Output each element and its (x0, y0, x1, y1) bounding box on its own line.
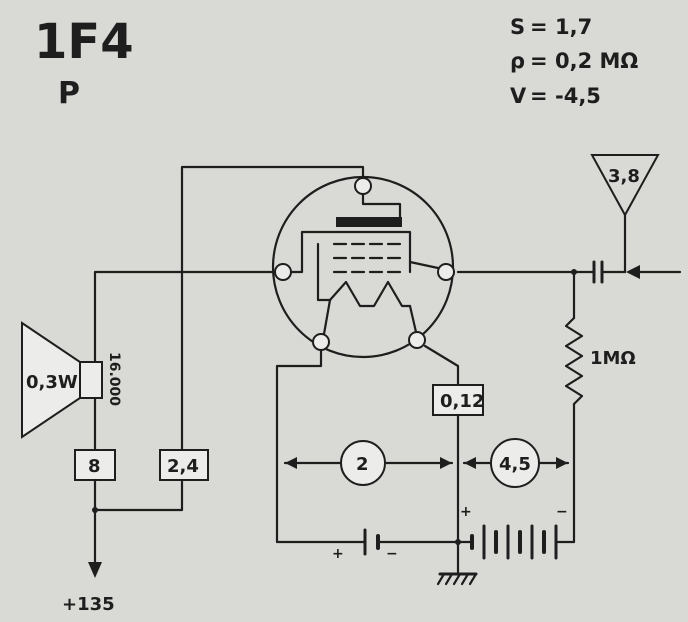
speaker-power-label: 0,3W (26, 372, 78, 393)
junction-dot (455, 539, 461, 545)
tube-type-label: 1F4 (34, 14, 134, 70)
bias-battery: + − (456, 504, 576, 560)
param-v-sep: = (530, 84, 548, 108)
speaker: 0,3W 16.000 (21, 321, 122, 452)
param-s-value: 1,7 (555, 15, 592, 39)
parameter-block: S = 1,7 ρ = 0,2 MΩ V = -4,5 (510, 15, 638, 108)
tube-envelope (271, 175, 455, 359)
junction-dot (571, 269, 577, 275)
bias-battery-plus: + (460, 504, 472, 520)
input-triangle: 3,8 (590, 154, 660, 274)
param-s-symbol: S (510, 15, 525, 39)
bias-battery-minus: − (556, 504, 568, 520)
param-v-value: -4,5 (555, 84, 601, 108)
box-0-12: 0,12 (432, 384, 484, 574)
filament-battery-minus: − (386, 546, 398, 562)
param-s-sep: = (530, 15, 548, 39)
param-v-symbol: V (510, 84, 527, 108)
circle-4-5-label: 4,5 (499, 454, 531, 475)
dimension-line: 2 4,5 (283, 438, 570, 488)
anode-lead (180, 165, 365, 457)
grid-resistor: 1MΩ (564, 270, 636, 544)
box-2-4-label: 2,4 (167, 456, 199, 477)
filament-lead-right (423, 344, 460, 387)
box-0-12-label: 0,12 (440, 391, 484, 412)
coupling-capacitor (456, 260, 627, 284)
input-arrow (626, 265, 682, 279)
box-8-label: 8 (88, 456, 101, 477)
resistor-label: 1MΩ (590, 348, 636, 369)
tube-class-label: P (58, 76, 80, 111)
supply-lead: +135 (62, 478, 115, 615)
filament-battery: + − (332, 528, 460, 562)
circle-2-label: 2 (356, 454, 369, 475)
filament-lead-left (275, 348, 367, 544)
supply-label: +135 (62, 594, 115, 615)
ground-symbol (436, 572, 478, 586)
box-2-4: 2,4 (93, 449, 209, 512)
param-rho-symbol: ρ (510, 49, 525, 73)
transformer-ratio-label: 16.000 (106, 352, 122, 406)
param-rho-sep: = (530, 49, 548, 73)
param-rho-value: 0,2 MΩ (555, 49, 638, 73)
grid-lead (93, 270, 277, 364)
filament-battery-plus: + (332, 546, 344, 562)
input-triangle-label: 3,8 (608, 166, 640, 187)
box-8: 8 (74, 449, 116, 481)
